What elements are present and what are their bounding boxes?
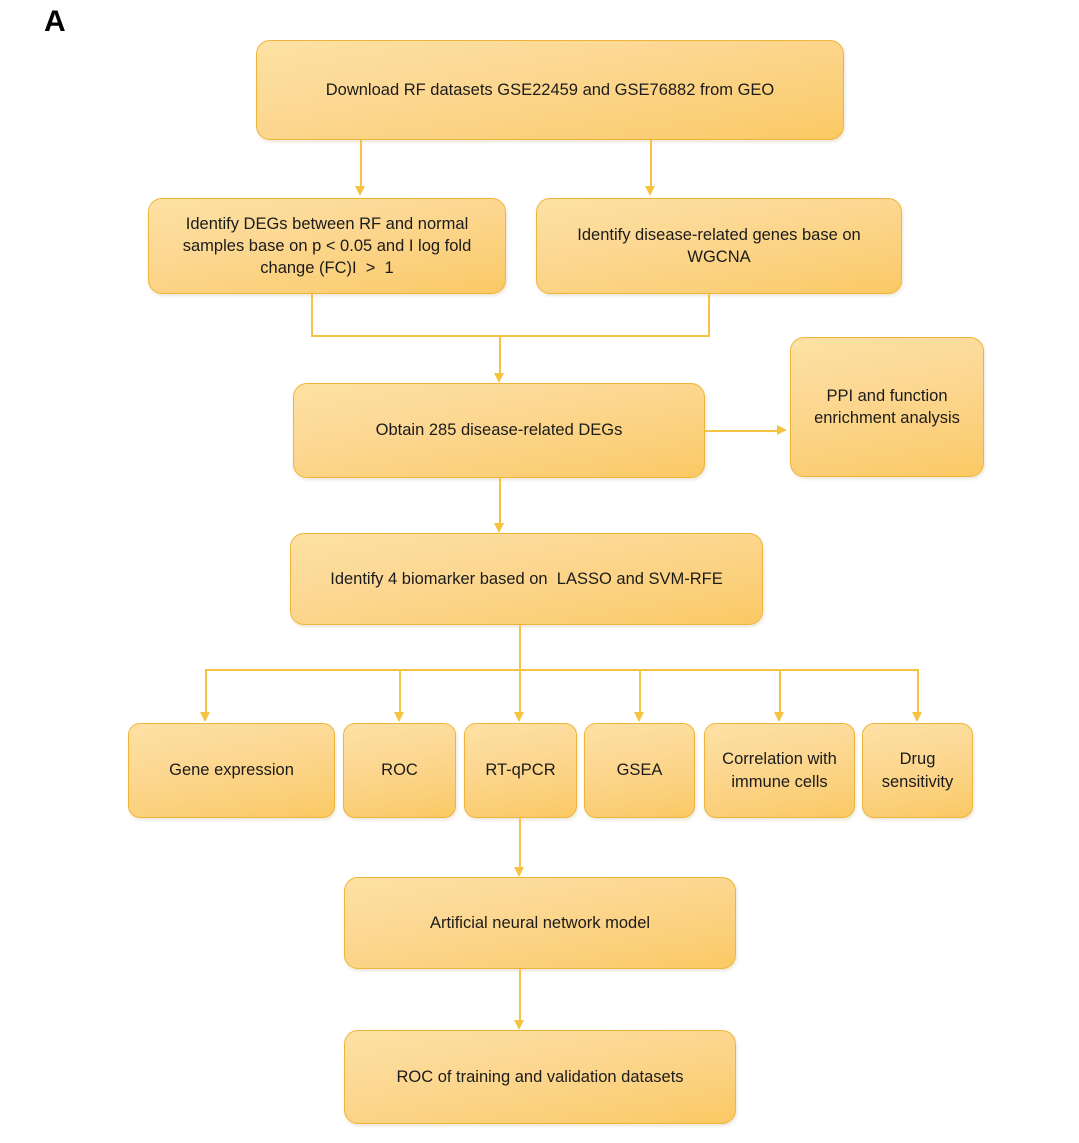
arrowhead-obtain-to-ppi (777, 425, 787, 435)
edge-biomarker-fanout-bar (205, 669, 917, 671)
node-roc: ROC (343, 723, 456, 818)
arrowhead-ann-to-roc-validation (514, 1020, 524, 1030)
node-identify-degs: Identify DEGs between RF and normal samp… (148, 198, 506, 294)
edge-branch-rtqpcr (519, 669, 521, 713)
edge-rtqpcr-to-ann (519, 818, 521, 868)
node-ppi-enrichment: PPI and function enrichment analysis (790, 337, 984, 477)
arrowhead-branch-drug (912, 712, 922, 722)
edge-branch-gsea (639, 669, 641, 713)
edge-obtain-to-ppi (705, 430, 777, 432)
node-gene-expression: Gene expression (128, 723, 335, 818)
node-identify-wgcna: Identify disease-related genes base on W… (536, 198, 902, 294)
node-ann-model: Artificial neural network model (344, 877, 736, 969)
edge-merge-to-obtain (499, 335, 501, 373)
node-drug-sensitivity: Drug sensitivity (862, 723, 973, 818)
arrowhead-branch-gene-expression (200, 712, 210, 722)
arrowhead-obtain-to-biomarker (494, 523, 504, 533)
arrowhead-branch-roc (394, 712, 404, 722)
edge-ann-to-roc-validation (519, 969, 521, 1021)
arrowhead-branch-correlation (774, 712, 784, 722)
node-obtain-degs: Obtain 285 disease-related DEGs (293, 383, 705, 478)
edge-merge-bar (311, 335, 710, 337)
node-identify-biomarker: Identify 4 biomarker based on LASSO and … (290, 533, 763, 625)
edge-branch-gene-expression (205, 669, 207, 713)
edge-wgcna-drop (708, 294, 710, 335)
node-gsea: GSEA (584, 723, 695, 818)
arrowhead-download-to-degs (355, 186, 365, 196)
edge-biomarker-stem (519, 625, 521, 670)
edge-branch-correlation (779, 669, 781, 713)
node-roc-training-validation: ROC of training and validation datasets (344, 1030, 736, 1124)
edge-download-to-wgcna (650, 140, 652, 186)
node-rtqpcr: RT-qPCR (464, 723, 577, 818)
arrowhead-merge-to-obtain (494, 373, 504, 383)
node-download-datasets: Download RF datasets GSE22459 and GSE768… (256, 40, 844, 140)
arrowhead-rtqpcr-to-ann (514, 867, 524, 877)
arrowhead-download-to-wgcna (645, 186, 655, 196)
arrowhead-branch-gsea (634, 712, 644, 722)
edge-degs-drop (311, 294, 313, 335)
edge-obtain-to-biomarker (499, 478, 501, 523)
node-correlation-immune-cells: Correlation with immune cells (704, 723, 855, 818)
edge-download-to-degs (360, 140, 362, 186)
arrowhead-branch-rtqpcr (514, 712, 524, 722)
edge-branch-drug (917, 669, 919, 713)
panel-label-a: A (44, 5, 66, 38)
edge-branch-roc (399, 669, 401, 713)
